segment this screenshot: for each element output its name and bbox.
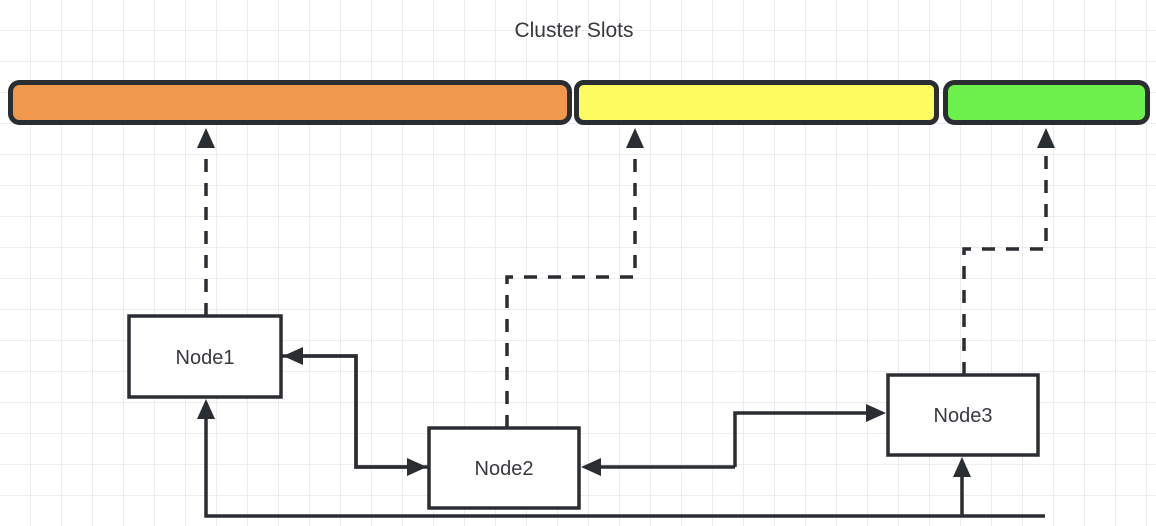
node1-label: Node1 — [176, 347, 235, 369]
node-node1[interactable]: Node1 — [127, 314, 283, 399]
edge-node2-to-node3 — [733, 411, 877, 467]
edge-node3-to-node1-bottom — [204, 408, 1045, 518]
arrowhead-node3-to-node2 — [581, 458, 601, 476]
edge-node2-to-node1 — [292, 354, 429, 469]
edge-node2-to-yellow-slot — [505, 131, 637, 428]
edge-node3-to-green-slot — [962, 131, 1048, 375]
arrowhead-node3-to-green-slot — [1037, 128, 1055, 148]
node3-label: Node3 — [934, 405, 993, 427]
node2-label: Node2 — [475, 458, 534, 480]
arrowhead-node1-to-orange-slot — [197, 128, 215, 148]
node-node2[interactable]: Node2 — [427, 426, 581, 510]
slot-ownership-edges — [197, 128, 1055, 428]
arrowhead-node2-to-node3 — [866, 404, 886, 422]
node-node3[interactable]: Node3 — [886, 373, 1040, 457]
node-link-edges — [197, 347, 1045, 518]
node-boxes: Node1 Node2 Node3 — [127, 314, 1040, 510]
arrowhead-node3-to-node1-bottom — [197, 399, 215, 419]
page-title: Cluster Slots — [514, 19, 633, 42]
slot-segment-orange[interactable] — [8, 80, 572, 125]
cluster-slots-bar — [8, 80, 1150, 125]
node1-box[interactable] — [127, 314, 283, 399]
arrowhead-bottom-to-node3 — [953, 457, 971, 477]
node2-box[interactable] — [427, 426, 581, 510]
node3-box[interactable] — [886, 373, 1040, 457]
arrowhead-node1-to-node2 — [407, 458, 427, 476]
slot-segment-green[interactable] — [943, 80, 1150, 125]
edge-node1-to-node2 — [281, 354, 418, 469]
slot-segment-yellow[interactable] — [574, 80, 939, 125]
arrowhead-node2-to-yellow-slot — [626, 128, 644, 148]
